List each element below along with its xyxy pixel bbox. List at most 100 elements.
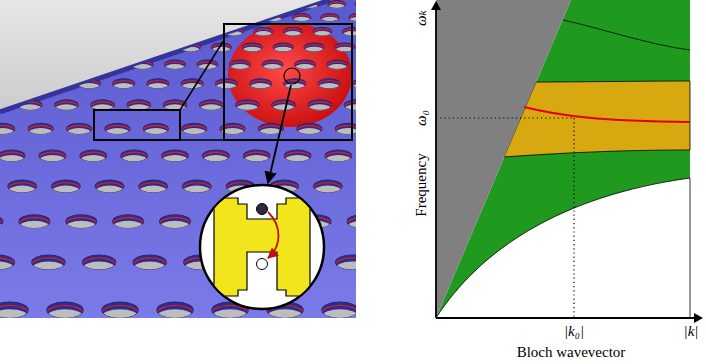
- hole-rim: [54, 99, 79, 110]
- hole-bottom: [31, 4, 49, 12]
- hole-bottom: [31, 261, 65, 276]
- hole-wall: [352, 78, 375, 88]
- hole-bottom: [54, 104, 79, 115]
- air-hole: [164, 59, 186, 73]
- air-hole: [56, 42, 77, 56]
- air-hole: [296, 123, 322, 140]
- air-hole: [127, 99, 152, 115]
- air-hole: [9, 78, 32, 93]
- hole-rim: [79, 149, 107, 162]
- hole-bottom: [65, 221, 97, 235]
- air-hole: [307, 99, 332, 115]
- air-hole: [235, 99, 260, 115]
- hole-rim: [101, 302, 138, 319]
- hole-bottom: [18, 104, 43, 115]
- hole-rim: [18, 27, 38, 36]
- hole-rim: [335, 123, 361, 135]
- hole-bottom: [4, 4, 22, 12]
- hole-bottom: [313, 186, 343, 199]
- hole-rim: [249, 78, 272, 88]
- hole-rim: [180, 13, 199, 22]
- label-holder: |k₀|: [564, 323, 584, 340]
- hole-bottom: [352, 83, 375, 93]
- hole-rim: [99, 59, 121, 69]
- hole-wall: [123, 13, 142, 22]
- hole-rim: [312, 27, 332, 36]
- hole-bottom: [229, 64, 251, 74]
- air-hole: [199, 99, 224, 115]
- hole-bottom: [28, 128, 54, 140]
- hole-bottom: [104, 128, 130, 140]
- hole-wall: [347, 214, 379, 228]
- axis-tick-label: |k|: [684, 323, 699, 340]
- hole-bottom: [18, 31, 38, 40]
- hole-rim: [273, 42, 294, 51]
- hole-rim: [194, 27, 214, 36]
- hole-wall: [208, 13, 227, 22]
- hole-rim: [67, 13, 86, 22]
- air-hole: [2, 59, 24, 73]
- air-hole: [166, 0, 184, 12]
- hole-rim: [56, 42, 77, 51]
- hole-bottom: [39, 17, 58, 26]
- hole-bottom: [123, 17, 142, 26]
- hole-rim: [149, 42, 170, 51]
- air-hole: [131, 59, 153, 73]
- air-hole: [123, 13, 142, 25]
- hole-wall: [112, 0, 130, 8]
- air-hole: [0, 254, 15, 276]
- hole-rim: [357, 180, 387, 193]
- hole-bottom: [87, 47, 108, 56]
- hole-rim: [112, 78, 135, 88]
- hole-bottom: [325, 155, 353, 168]
- air-hole: [321, 302, 358, 326]
- hole-bottom: [46, 309, 83, 326]
- hole-rim: [0, 13, 1, 22]
- zoom-line: [180, 40, 224, 110]
- hole-rim: [326, 59, 348, 69]
- hole-rim: [193, 0, 211, 8]
- hole-bottom: [243, 155, 271, 168]
- hole-bottom: [138, 186, 168, 199]
- air-hole: [0, 302, 29, 326]
- hole-wall: [34, 59, 56, 69]
- air-hole: [193, 0, 211, 12]
- hole-rim: [196, 59, 218, 69]
- hole-bottom: [335, 128, 361, 140]
- air-hole: [65, 214, 97, 235]
- guide-line: [573, 118, 574, 318]
- hole-bottom: [273, 47, 294, 56]
- quantum-dot-layer: [118, 45, 139, 54]
- hole-bottom: [242, 47, 263, 56]
- hole-rim: [28, 123, 54, 135]
- hole-dot: [257, 259, 268, 270]
- hole-rim: [0, 27, 8, 36]
- hole-wall: [118, 42, 139, 51]
- hole-wall: [11, 13, 30, 22]
- hole-bottom: [120, 155, 148, 168]
- hole-rim: [229, 59, 251, 69]
- air-hole: [149, 42, 170, 56]
- level-diagram: [214, 198, 310, 296]
- hole-rim: [202, 149, 230, 162]
- label-holder: |k|: [684, 323, 699, 340]
- hole-bottom: [224, 31, 244, 40]
- hole-rim: [253, 27, 273, 36]
- quantum-dot-layer: [112, 2, 130, 10]
- hole-rim: [25, 42, 46, 51]
- hole-rim: [355, 0, 373, 8]
- hole-rim: [224, 27, 244, 36]
- hole-rim: [58, 0, 76, 8]
- hole-bottom: [0, 31, 8, 40]
- hole-rim: [131, 59, 153, 69]
- hole-bottom: [284, 155, 312, 168]
- hole-bottom: [355, 4, 373, 12]
- air-hole: [87, 42, 108, 56]
- air-hole: [104, 123, 130, 140]
- axis-tick-label: ω₀: [413, 110, 430, 126]
- hole-wall: [47, 27, 67, 36]
- hole-rim: [0, 214, 3, 228]
- air-hole: [47, 27, 67, 40]
- zoom-arrow: [268, 85, 291, 183]
- air-hole: [182, 180, 212, 199]
